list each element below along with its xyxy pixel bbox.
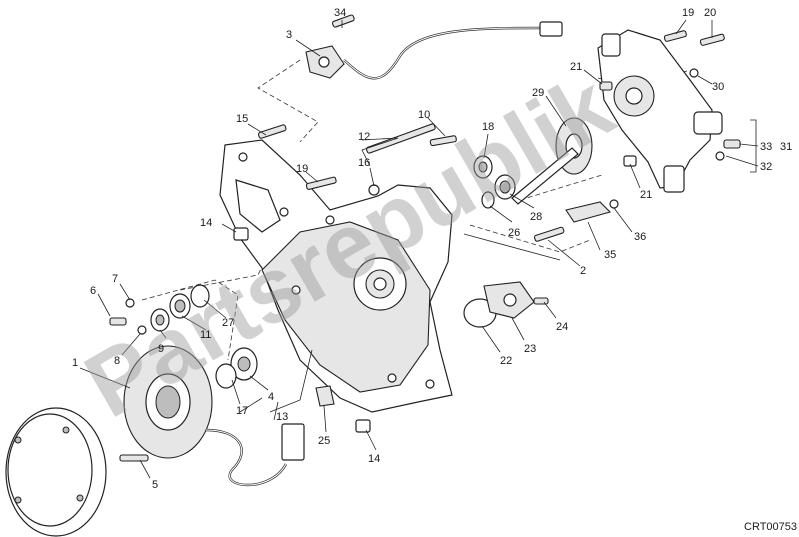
part-label: 24 [556,321,568,333]
part-label: 14 [200,217,212,229]
gaskets [215,281,535,389]
part-label: 28 [530,211,542,223]
part-label: 36 [634,231,646,243]
part-label: 1 [72,357,78,369]
stator-wiring [205,423,305,487]
part-label: 15 [236,113,248,125]
part-label: 33 [760,141,772,153]
part-label: 16 [358,157,370,169]
part-label: 11 [200,329,211,341]
stator [123,345,213,459]
part-label: 19 [682,7,694,19]
part-label: 31 [780,141,792,153]
part-label: 34 [334,7,346,19]
part-label: 14 [368,453,380,465]
part-label: 27 [222,317,234,329]
part-label: 22 [500,355,512,367]
part-label: 26 [508,227,520,239]
part-label: 4 [268,391,274,403]
part-label: 17 [236,405,248,417]
part-label: 2 [580,265,586,277]
part-label: 23 [524,343,536,355]
part-label: 20 [704,7,716,19]
part-label: 35 [604,249,616,261]
water-pump-housing [597,29,723,193]
part-label: 10 [418,109,430,121]
pickup-sensor [305,21,563,80]
rotor [5,407,107,537]
seals-right [473,155,516,209]
part-label: 3 [286,29,292,41]
part-label: 7 [112,273,118,285]
part-labels: 1 2 3 4 5 6 7 8 9 10 11 12 13 14 14 15 1… [72,7,792,491]
part-label: 25 [318,435,330,447]
generator-cover [219,139,453,413]
part-label: 13 [276,411,288,423]
part-label: 12 [358,131,370,143]
part-label: 6 [90,285,96,297]
part-label: 21 [570,61,582,73]
part-label: 21 [640,189,652,201]
part-label: 19 [296,163,308,175]
diagram-code: CRT00753 [744,521,797,533]
bearings-left [150,284,258,381]
leader-lines [79,19,759,479]
part-label: 32 [760,161,772,173]
part-label: 9 [158,343,164,355]
part-label: 5 [152,479,158,491]
impeller-shaft [511,117,593,205]
part-label: 18 [482,121,494,133]
part-label: 8 [114,355,120,367]
part-label: 30 [712,81,724,93]
part-label: 29 [532,87,544,99]
